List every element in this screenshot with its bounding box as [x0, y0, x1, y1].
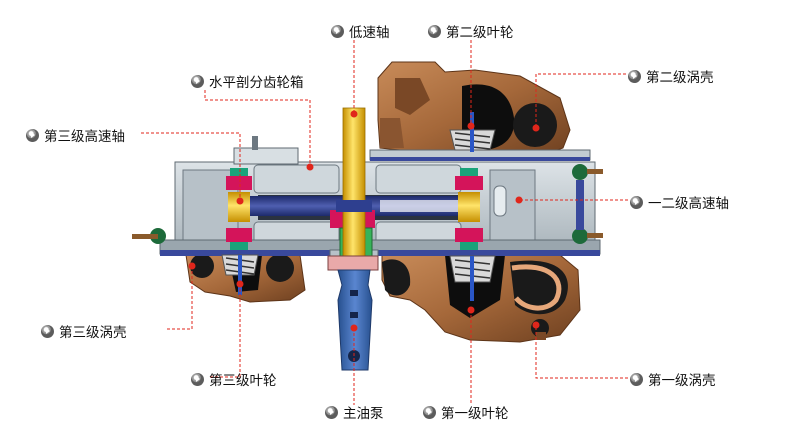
label-stage2-volute: 第二级涡壳 [628, 66, 714, 86]
play-circle-icon [423, 405, 436, 419]
leader-stage3-impeller [208, 284, 241, 378]
stage2-impeller [449, 112, 496, 152]
stage1-impeller [449, 255, 496, 301]
label-text: 第三级叶轮 [209, 373, 277, 388]
stage3-impeller [221, 254, 259, 295]
play-circle-icon [26, 128, 39, 142]
leader-stage3-volute [167, 266, 193, 330]
label-text: 第二级叶轮 [446, 25, 514, 40]
play-circle-icon [428, 24, 441, 38]
label-low-speed-shaft: 低速轴 [331, 21, 390, 41]
label-text: 低速轴 [349, 25, 390, 40]
play-circle-icon [630, 195, 643, 209]
label-stage3-volute: 第三级涡壳 [41, 321, 127, 341]
label-text: 第一级叶轮 [441, 406, 509, 421]
label-main-oil-pump: 主油泵 [325, 402, 384, 422]
play-circle-icon [325, 405, 338, 419]
leader-gearbox [204, 90, 311, 167]
play-circle-icon [628, 69, 641, 83]
label-stage1-impeller: 第一级叶轮 [423, 402, 509, 422]
label-text: 第二级涡壳 [646, 70, 714, 85]
label-text: 一二级高速轴 [648, 196, 729, 211]
leader-lines [141, 40, 628, 405]
leader-stage1-volute [535, 325, 628, 379]
marker-dots [188, 110, 540, 332]
play-circle-icon [331, 24, 344, 38]
play-circle-icon [630, 372, 643, 386]
label-text: 第三级涡壳 [59, 325, 127, 340]
label-text: 主油泵 [343, 406, 384, 421]
label-stage3-high-shaft: 第三级高速轴 [26, 125, 125, 145]
label-stage2-impeller: 第二级叶轮 [428, 21, 514, 41]
label-text: 水平剖分齿轮箱 [209, 75, 304, 90]
leader-stage3-high-shaft [141, 132, 241, 200]
label-text: 第一级涡壳 [648, 373, 716, 388]
play-circle-icon [191, 74, 204, 88]
label-horizontal-gearbox: 水平剖分齿轮箱 [191, 71, 304, 91]
leader-stage2-volute [535, 73, 626, 128]
main-oil-pump-body [327, 255, 379, 371]
label-stage12-high-shaft: 一二级高速轴 [630, 192, 729, 212]
label-stage1-volute: 第一级涡壳 [630, 369, 716, 389]
play-circle-icon [191, 372, 204, 386]
play-circle-icon [41, 324, 54, 338]
label-stage3-impeller: 第三级叶轮 [191, 369, 277, 389]
label-text: 第三级高速轴 [44, 129, 125, 144]
end-fittings [132, 136, 603, 244]
